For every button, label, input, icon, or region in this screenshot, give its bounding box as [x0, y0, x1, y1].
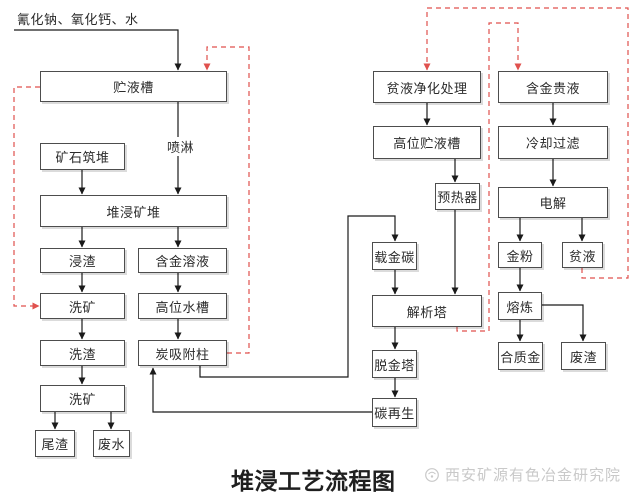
- node-tailings: 尾渣: [35, 430, 75, 457]
- diagram-title: 堆浸工艺流程图: [231, 469, 396, 495]
- node-cooling-filter: 冷却过滤: [498, 126, 608, 159]
- node-electrolysis: 电解: [498, 187, 608, 218]
- node-preheater: 预热器: [435, 183, 480, 210]
- edge-storage-to-wash1-recycle: [13, 86, 40, 310]
- node-ore-wash-1: 洗矿: [40, 293, 125, 319]
- node-wash-residue: 洗渣: [40, 340, 125, 366]
- node-lean-solution: 贫液: [562, 242, 603, 268]
- node-heap-leach-pile: 堆浸矿堆: [40, 195, 227, 227]
- node-waste-water: 废水: [93, 430, 130, 457]
- spray-label: 喷淋: [166, 137, 196, 156]
- node-carbon-column: 炭吸附柱: [138, 340, 227, 366]
- node-leach-residue: 浸渣: [40, 248, 125, 273]
- edge-carbon-column-to-loaded-carbon: [199, 215, 399, 378]
- edge-smelting-to-waste-slag: [542, 304, 587, 342]
- edge-regen-to-carbon-column: [149, 367, 372, 413]
- node-storage-tank: 贮液槽: [40, 71, 227, 102]
- node-carbon-regen: 碳再生: [372, 398, 417, 427]
- node-gold-solution: 含金溶液: [138, 248, 227, 273]
- node-pregnant-solution: 含金贵液: [498, 71, 608, 103]
- institute-logo-icon: [424, 467, 440, 483]
- edge-reagents-to-storage: [14, 29, 182, 71]
- node-smelting: 熔炼: [498, 292, 542, 320]
- node-desorption-tower: 解析塔: [372, 295, 482, 327]
- node-high-storage-tank: 高位贮液槽: [373, 126, 481, 159]
- watermark: 西安矿源有色冶金研究院: [424, 464, 621, 485]
- node-stripping-tower: 脱金塔: [372, 350, 417, 378]
- edge-lean-solution-to-purification: [423, 7, 629, 279]
- node-loaded-carbon: 载金碳: [372, 242, 417, 270]
- node-waste-slag: 废渣: [561, 342, 606, 370]
- edge-desorption-to-pregnant: [456, 22, 522, 332]
- node-ore-stacking: 矿石筑堆: [40, 143, 125, 170]
- watermark-text: 西安矿源有色冶金研究院: [445, 466, 622, 484]
- node-ore-wash-2: 洗矿: [40, 385, 125, 412]
- edge-carbon-column-to-storage-recycle: [203, 46, 250, 354]
- node-gold-powder: 金粉: [498, 242, 542, 268]
- reagents-label: 氰化钠、氧化钙、水: [17, 13, 139, 28]
- node-high-water-tank: 高位水槽: [138, 293, 227, 319]
- node-dore-gold: 合质金: [498, 342, 543, 370]
- node-lean-purification: 贫液净化处理: [373, 71, 481, 103]
